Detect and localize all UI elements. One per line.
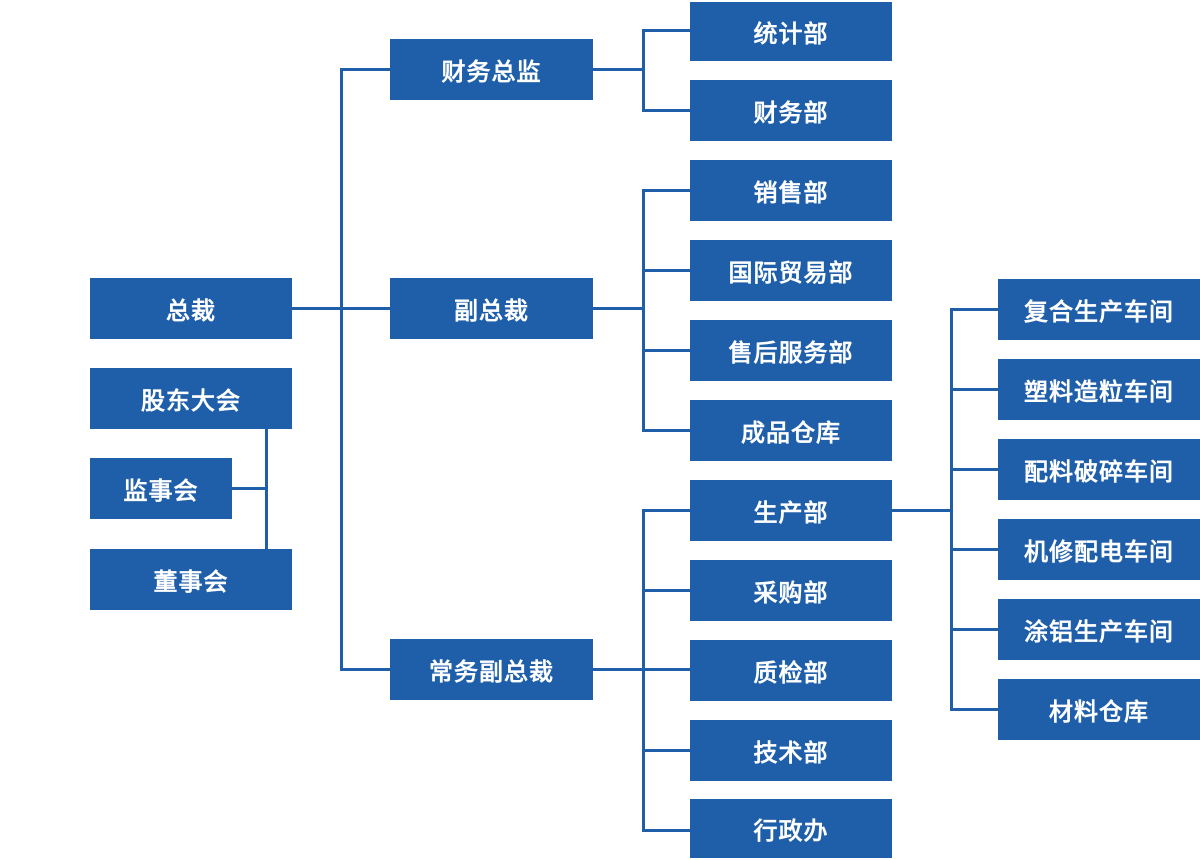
org-node-production: 生产部 [690, 480, 892, 541]
org-node-vp: 副总裁 [390, 278, 593, 339]
connector-stub-aluminum-shop [953, 628, 998, 631]
connector-cfo-right [593, 68, 642, 71]
org-node-label: 采购部 [753, 580, 829, 607]
connector-vp-right [593, 307, 642, 310]
connector-production-right [892, 509, 950, 512]
connector-stub-intl-trade [645, 269, 690, 272]
connector-stub-production [645, 509, 690, 512]
org-node-board: 董事会 [90, 549, 292, 610]
org-node-label: 售后服务部 [728, 340, 854, 367]
org-node-label: 生产部 [753, 500, 829, 527]
org-node-label: 监事会 [123, 478, 199, 505]
org-node-intl-trade: 国际贸易部 [690, 240, 892, 301]
org-node-label: 材料仓库 [1049, 699, 1149, 726]
org-node-purchasing: 采购部 [690, 560, 892, 621]
org-node-quality: 质检部 [690, 640, 892, 701]
connector-stub-supervisory [232, 487, 268, 490]
connector-stub-admin-office [645, 829, 690, 832]
connector-stub-plastic-shop [953, 388, 998, 391]
org-node-aluminum-shop: 涂铝生产车间 [998, 599, 1200, 660]
connector-evp-right-through [593, 668, 690, 671]
org-node-label: 常务副总裁 [429, 659, 554, 686]
org-node-after-sales: 售后服务部 [690, 320, 892, 381]
connector-vp-children-vertical [642, 189, 645, 432]
connector-prod-children-vertical [950, 308, 953, 711]
org-node-cfo: 财务总监 [390, 39, 593, 100]
org-node-finance: 财务部 [690, 80, 892, 141]
org-node-president: 总裁 [90, 278, 292, 339]
connector-stub-maintenance-shop [953, 548, 998, 551]
connector-stub-material-store [953, 708, 998, 711]
org-node-label: 财务部 [753, 100, 829, 127]
connector-stub-finance [645, 109, 690, 112]
org-node-shareholders: 股东大会 [90, 368, 292, 429]
org-node-label: 董事会 [153, 569, 229, 596]
connector-stub-technology [645, 749, 690, 752]
org-node-label: 涂铝生产车间 [1024, 619, 1174, 646]
org-node-composite-shop: 复合生产车间 [998, 279, 1200, 340]
org-node-label: 股东大会 [141, 388, 241, 415]
org-node-label: 财务总监 [441, 59, 542, 86]
org-node-label: 统计部 [753, 21, 829, 48]
connector-stub-batching-shop [953, 468, 998, 471]
org-node-label: 配料破碎车间 [1024, 459, 1174, 486]
org-node-label: 成品仓库 [741, 420, 841, 447]
org-node-label: 销售部 [753, 180, 829, 207]
org-node-admin-office: 行政办 [690, 799, 892, 858]
org-node-label: 塑料造粒车间 [1024, 379, 1174, 406]
connector-stub-purchasing [645, 589, 690, 592]
org-node-plastic-shop: 塑料造粒车间 [998, 359, 1200, 420]
connector-stub-statistics [645, 29, 690, 32]
connector-stub-cfo-left [343, 68, 390, 71]
org-node-label: 国际贸易部 [728, 260, 854, 287]
org-node-batching-shop: 配料破碎车间 [998, 439, 1200, 500]
connector-cfo-children-vertical [642, 29, 645, 112]
org-node-label: 复合生产车间 [1024, 299, 1174, 326]
org-node-label: 副总裁 [454, 298, 529, 325]
connector-stub-evp-left [343, 668, 390, 671]
org-node-label: 机修配电车间 [1024, 539, 1174, 566]
org-node-label: 质检部 [753, 660, 829, 687]
org-node-label: 技术部 [753, 740, 829, 767]
org-node-finished-goods: 成品仓库 [690, 400, 892, 461]
org-node-label: 总裁 [166, 298, 216, 325]
connector-main-vertical [340, 68, 343, 671]
org-node-technology: 技术部 [690, 720, 892, 781]
org-node-maintenance-shop: 机修配电车间 [998, 519, 1200, 580]
connector-stub-finished-goods [645, 429, 690, 432]
connector-stub-composite-shop [953, 308, 998, 311]
connector-stub-sales [645, 189, 690, 192]
connector-stub-after-sales [645, 349, 690, 352]
org-node-sales: 销售部 [690, 160, 892, 221]
org-node-label: 行政办 [753, 818, 829, 845]
org-node-statistics: 统计部 [690, 2, 892, 61]
org-node-evp: 常务副总裁 [390, 639, 593, 700]
org-node-material-store: 材料仓库 [998, 679, 1200, 740]
connector-evp-children-vertical [642, 509, 645, 832]
org-node-supervisory: 监事会 [90, 458, 232, 519]
